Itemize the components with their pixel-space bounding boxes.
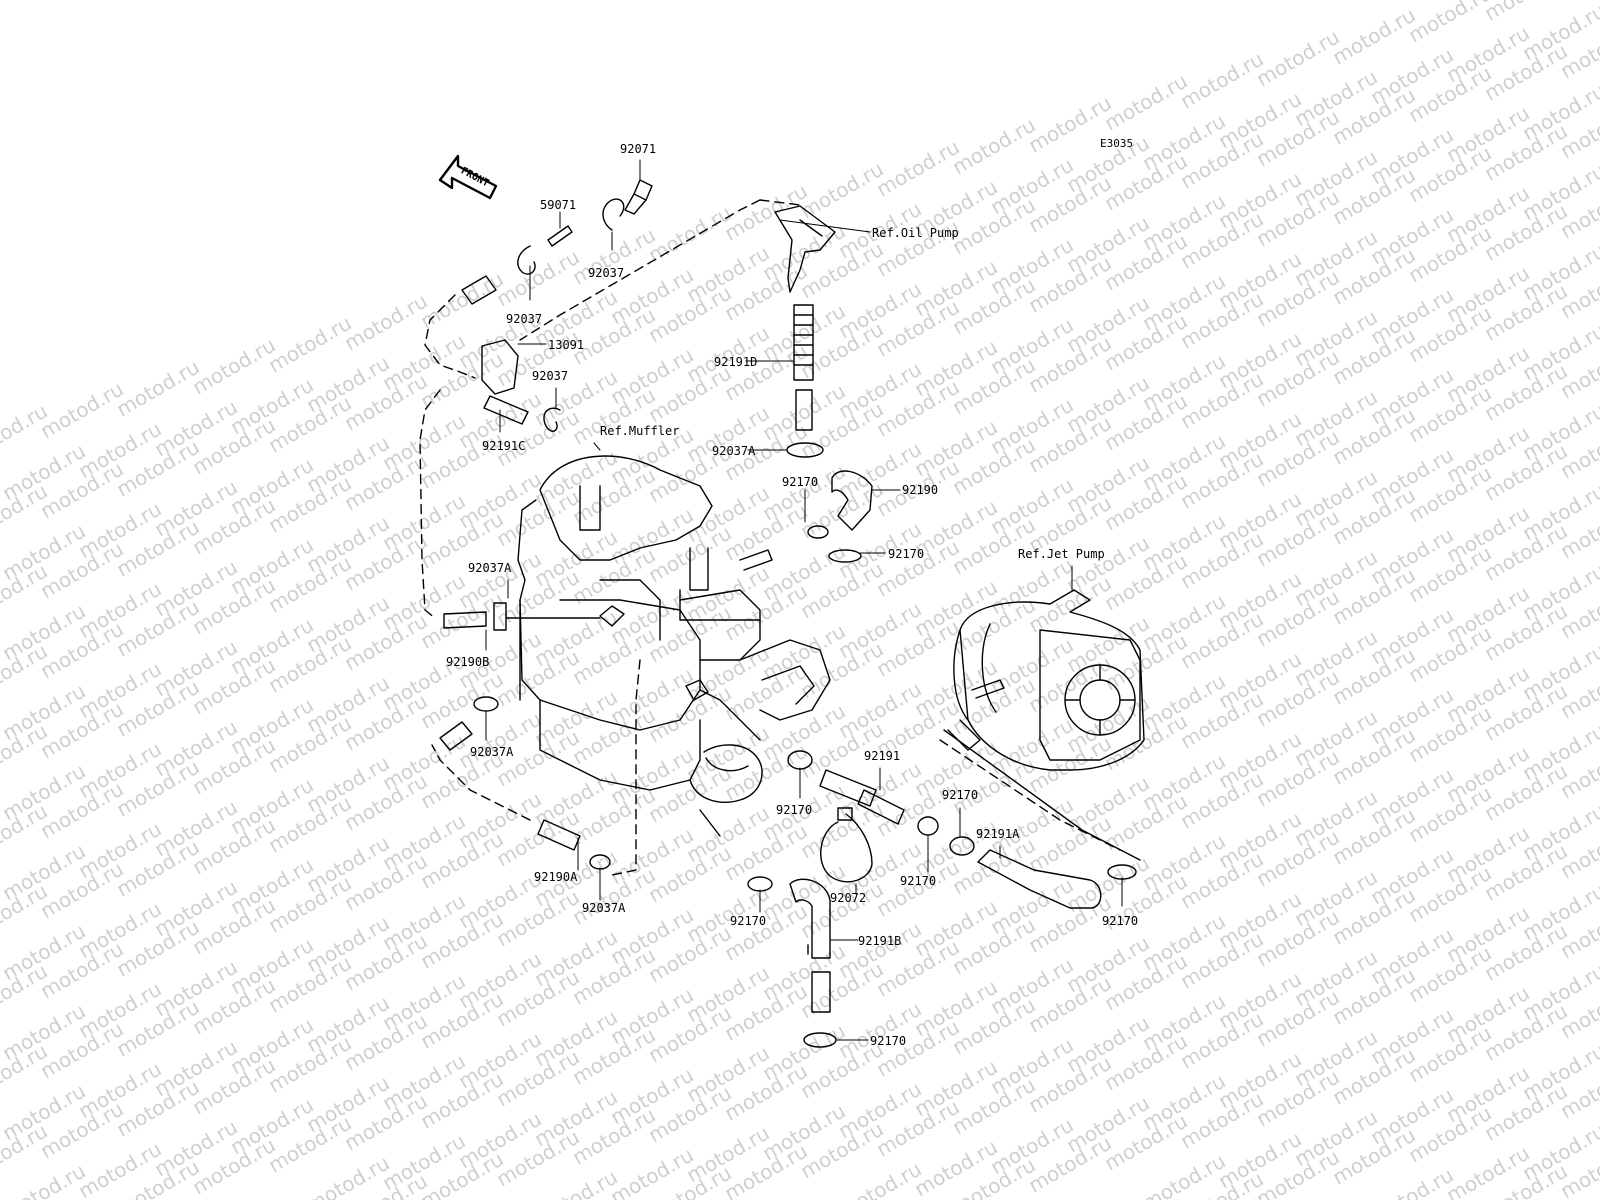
label-92037-left: 92037 (506, 312, 542, 326)
label-92037-right: 92037 (588, 266, 624, 280)
label-92191a: 92191A (976, 827, 1020, 841)
part-92170-clamp-f (1107, 864, 1137, 880)
ref-muffler: Ref.Muffler (600, 424, 679, 438)
part-92072-band (820, 813, 873, 883)
part-92037a-clamp-left (473, 696, 499, 712)
part-92191a-hose (977, 849, 1102, 909)
part-13091-block (481, 339, 519, 395)
jet-pump-assembly (943, 589, 1145, 861)
label-92072: 92072 (830, 891, 866, 905)
label-92037a-left: 92037A (468, 561, 512, 575)
part-92170-clamp-h (803, 1032, 837, 1048)
label-92037a-low: 92037A (470, 745, 514, 759)
part-92037a-clamp-top (786, 442, 824, 458)
label-92170-e: 92170 (900, 874, 936, 888)
part-59071-pin (547, 225, 573, 247)
labels: E3035 FRONT Ref.Oil Pump Ref.Muffler Ref… (446, 137, 1138, 1048)
label-92170-f: 92170 (1102, 914, 1138, 928)
label-13091: 13091 (548, 338, 584, 352)
diagram-code: E3035 (1100, 137, 1133, 150)
label-92170-b: 92170 (888, 547, 924, 561)
part-92071-fitting (624, 179, 653, 215)
part-92170-clamp-b (828, 549, 862, 563)
front-arrow-icon (438, 154, 498, 200)
label-92191: 92191 (864, 749, 900, 763)
ref-oil-pump: Ref.Oil Pump (872, 226, 959, 240)
part-92037-clip-mid (543, 407, 561, 432)
part-92037a-clamp-bottom (589, 854, 611, 870)
front-arrow-label: FRONT (459, 166, 491, 190)
label-92037a-top: 92037A (712, 444, 756, 458)
ref-jet-pump: Ref.Jet Pump (1018, 547, 1105, 561)
exhaust-engine-assembly (517, 455, 831, 837)
part-92170-clamp-e (949, 836, 975, 856)
label-92170-g: 92170 (730, 914, 766, 928)
part-92170-clamp-g (747, 876, 773, 892)
part-92170-clamp-d (917, 816, 939, 836)
label-92037-mid: 92037 (532, 369, 568, 383)
label-92037a-bottom: 92037A (582, 901, 626, 915)
part-92190b-hose (443, 611, 487, 629)
label-92071: 92071 (620, 142, 656, 156)
part-92170-clamp-c (787, 750, 813, 770)
oil-pump-bracket (774, 205, 836, 293)
label-92190b: 92190B (446, 655, 489, 669)
label-92170-h: 92170 (870, 1034, 906, 1048)
part-92037-clip-left (517, 245, 536, 275)
part-92191-hose (819, 769, 905, 825)
label-92191b: 92191B (858, 934, 901, 948)
part-92190a-hose (537, 819, 581, 851)
part-92170-clamp-a (807, 525, 829, 539)
label-92170-c: 92170 (776, 803, 812, 817)
label-92170-d: 92170 (942, 788, 978, 802)
label-59071: 59071 (540, 198, 576, 212)
part-hose-upper (461, 275, 497, 305)
part-92191d-hose (793, 304, 814, 431)
part-92191b-hose (789, 878, 831, 959)
part-92037a-small (493, 602, 507, 631)
label-92190: 92190 (902, 483, 938, 497)
label-92170-a: 92170 (782, 475, 818, 489)
part-hose-lower-left (439, 721, 473, 751)
part-92037-clip-right (602, 198, 625, 231)
label-92190a: 92190A (534, 870, 578, 884)
part-92190-hose (831, 470, 873, 531)
label-92191c: 92191C (482, 439, 525, 453)
label-92191d: 92191D (714, 355, 757, 369)
part-92191c-hose (483, 395, 529, 425)
leader-lines (485, 159, 1123, 1041)
